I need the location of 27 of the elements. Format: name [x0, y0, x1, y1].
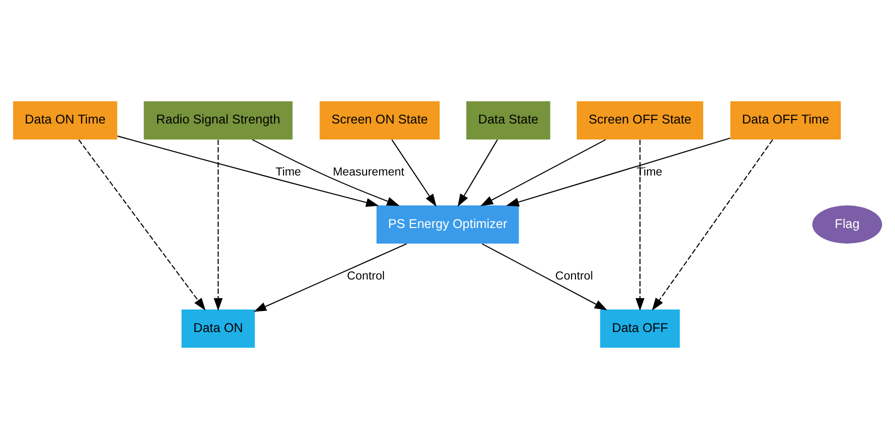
arrow	[480, 138, 606, 206]
arrow	[458, 138, 498, 206]
node-box: Radio Signal Strength	[144, 100, 293, 139]
arrow	[78, 138, 206, 310]
node-box: PS Energy Optimizer	[376, 204, 519, 244]
node-ellipse: Flag	[812, 204, 882, 244]
node-box: Data ON	[182, 309, 255, 348]
node-box: Data OFF	[600, 309, 680, 348]
arrow	[506, 137, 730, 206]
edge-label: Time	[276, 164, 302, 178]
arrow	[252, 138, 400, 206]
node-box: Screen OFF State	[576, 100, 704, 139]
arrow	[482, 242, 608, 310]
node-box: Data State	[466, 100, 550, 139]
edge-label: Time	[636, 164, 662, 178]
edge-label: Control	[347, 269, 385, 282]
edge-label: Measurement	[332, 164, 404, 178]
node-box: Data OFF Time	[730, 100, 841, 139]
arrow	[652, 138, 774, 310]
arrow	[214, 139, 223, 310]
arrow	[117, 135, 379, 206]
node-box: Data ON Time	[13, 100, 118, 139]
node-box: Screen ON State	[320, 100, 440, 139]
arrow	[636, 139, 644, 310]
arrow	[391, 138, 437, 206]
edge-label: Control	[555, 269, 593, 282]
arrow	[254, 242, 407, 312]
